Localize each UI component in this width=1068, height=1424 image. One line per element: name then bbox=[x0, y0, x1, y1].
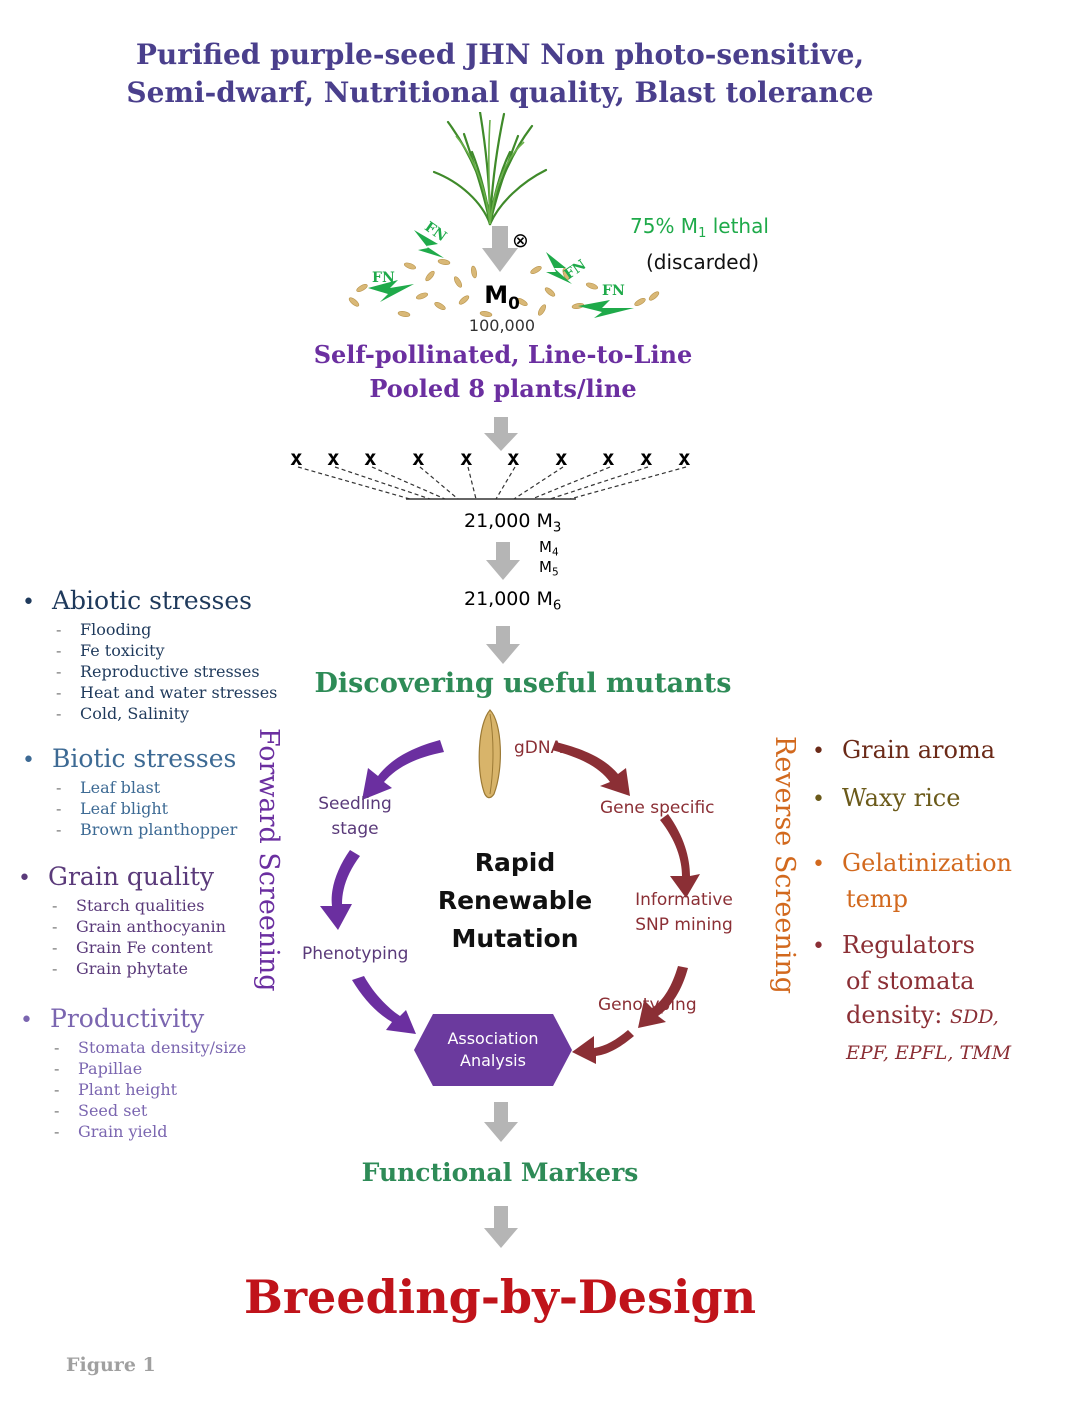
rice-grain-icon bbox=[478, 709, 501, 799]
cross-mark: x bbox=[640, 446, 653, 470]
list-item: Stomata density/size bbox=[54, 1037, 246, 1058]
header-title: Purified purple-seed JHN Non photo-sensi… bbox=[0, 36, 1000, 112]
seedling-stage-label: Seedling stage bbox=[318, 794, 392, 839]
rice-plant-icon bbox=[432, 112, 548, 226]
grain-aroma-item: •Grain aroma bbox=[812, 736, 996, 764]
lethal-word: lethal bbox=[712, 214, 769, 238]
grain-quality-section: •Grain quality Starch qualities Grain an… bbox=[18, 862, 226, 979]
markers-arrow bbox=[484, 1102, 518, 1142]
productivity-title: Productivity bbox=[50, 1004, 205, 1033]
cross-mark: x bbox=[555, 446, 568, 470]
list-item: Leaf blast bbox=[56, 777, 237, 798]
cross-mark: x bbox=[507, 446, 520, 470]
list-item: Plant height bbox=[54, 1079, 246, 1100]
m4-label: M4 bbox=[539, 538, 559, 559]
cross-mark: x bbox=[290, 446, 303, 470]
cross-mark: x bbox=[364, 446, 377, 470]
pollination-text: Self-pollinated, Line-to-Line Pooled 8 p… bbox=[260, 338, 746, 406]
list-item: Papillae bbox=[54, 1058, 246, 1079]
waxy-rice-item: •Waxy rice bbox=[812, 784, 961, 812]
mutagenesis-graphic bbox=[348, 226, 660, 318]
cross-mark: x bbox=[602, 446, 615, 470]
lethal-sub: 1 bbox=[698, 225, 707, 241]
list-item: Grain anthocyanin bbox=[52, 916, 226, 937]
list-item: Fe toxicity bbox=[56, 640, 277, 661]
list-item: Grain Fe content bbox=[52, 937, 226, 958]
list-item: Grain yield bbox=[54, 1121, 246, 1142]
cross-mark: x bbox=[678, 446, 691, 470]
center-title: Rapid Renewable Mutation bbox=[437, 848, 593, 953]
pooling-graphic bbox=[297, 417, 687, 500]
m3-count: 21,000 M3 bbox=[464, 510, 562, 536]
gene-names-1: SDD, bbox=[949, 1006, 999, 1028]
association-analysis-box: Association Analysis bbox=[414, 1014, 572, 1086]
list-item: Leaf blight bbox=[56, 798, 237, 819]
abiotic-section: •Abiotic stresses Flooding Fe toxicity R… bbox=[22, 586, 277, 724]
screening-cycle bbox=[320, 740, 700, 1064]
cross-mark: x bbox=[460, 446, 473, 470]
genotyping-label: Genotyping bbox=[598, 995, 697, 1015]
phenotyping-label: Phenotyping bbox=[302, 944, 409, 964]
list-item: Brown planthopper bbox=[56, 819, 237, 840]
biotic-section: •Biotic stresses Leaf blast Leaf blight … bbox=[22, 744, 237, 840]
pollination-line-1: Self-pollinated, Line-to-Line bbox=[313, 340, 693, 369]
discovery-arrow bbox=[486, 626, 520, 664]
grain-quality-title: Grain quality bbox=[48, 862, 215, 891]
list-item: Grain phytate bbox=[52, 958, 226, 979]
cross-mark: x bbox=[327, 446, 340, 470]
lethal-note: 75% M1 lethal (discarded) bbox=[630, 212, 769, 276]
m0-label: M0 100,000 bbox=[450, 282, 554, 335]
self-pollination-symbol: ⊗ bbox=[512, 228, 529, 252]
list-item: Heat and water stresses bbox=[56, 682, 277, 703]
stomata-regulators-item: •Regulators of stomata density: SDD, EPF… bbox=[812, 931, 1012, 1064]
list-item: Cold, Salinity bbox=[56, 703, 277, 724]
fn-label-4: FN bbox=[602, 283, 625, 299]
functional-markers-label: Functional Markers bbox=[361, 1158, 639, 1187]
list-item: Flooding bbox=[56, 619, 277, 640]
header-line-1: Purified purple-seed JHN Non photo-sensi… bbox=[135, 38, 865, 71]
lethal-pct: 75% M bbox=[630, 214, 699, 238]
gene-names-2: EPF, EPFL, TMM bbox=[846, 1042, 1012, 1064]
gdna-label: gDNA bbox=[514, 738, 563, 758]
list-item: Starch qualities bbox=[52, 895, 226, 916]
fn-label-2: FN bbox=[372, 270, 395, 286]
productivity-section: •Productivity Stomata density/size Papil… bbox=[20, 1004, 246, 1142]
forward-screening-label: Forward Screening bbox=[253, 728, 284, 992]
breeding-by-design-title: Breeding-by-Design bbox=[243, 1270, 757, 1324]
reverse-screening-label: Reverse Screening bbox=[769, 736, 800, 995]
abiotic-title: Abiotic stresses bbox=[52, 586, 252, 615]
discarded-label: (discarded) bbox=[646, 249, 760, 274]
list-item: Seed set bbox=[54, 1100, 246, 1121]
gelatinization-item: •Gelatinization temp bbox=[812, 849, 1012, 913]
m5-label: M5 bbox=[539, 558, 559, 579]
snp-mining-label: Informative SNP mining bbox=[635, 890, 733, 935]
m0-count: 100,000 bbox=[468, 315, 536, 335]
m6-count: 21,000 M6 bbox=[464, 588, 562, 614]
breeding-arrow bbox=[484, 1206, 518, 1248]
biotic-title: Biotic stresses bbox=[52, 744, 237, 773]
gene-specific-label: Gene specific bbox=[600, 798, 715, 818]
header-line-2: Semi-dwarf, Nutritional quality, Blast t… bbox=[126, 76, 874, 109]
discovering-title: Discovering useful mutants bbox=[314, 668, 732, 699]
cross-mark: x bbox=[412, 446, 425, 470]
figure-label: Figure 1 bbox=[66, 1354, 156, 1376]
pollination-line-2: Pooled 8 plants/line bbox=[369, 374, 637, 403]
list-item: Reproductive stresses bbox=[56, 661, 277, 682]
generation-arrow bbox=[486, 542, 520, 580]
